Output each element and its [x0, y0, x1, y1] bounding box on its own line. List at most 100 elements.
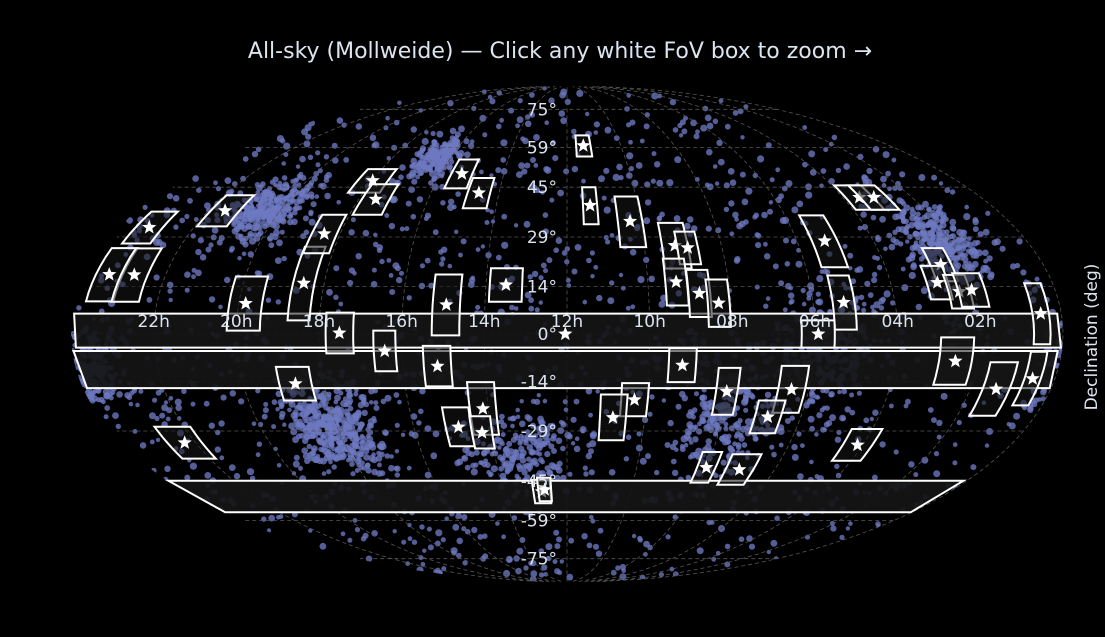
data-point — [912, 221, 918, 227]
data-point — [430, 160, 436, 166]
data-point — [166, 281, 174, 289]
data-point — [921, 214, 928, 220]
data-point — [103, 414, 109, 420]
data-point — [353, 391, 359, 397]
declination-strip[interactable] — [164, 479, 968, 514]
data-point — [407, 522, 412, 528]
data-point — [643, 217, 651, 225]
data-point — [666, 179, 674, 187]
data-point — [276, 515, 281, 520]
data-point — [671, 469, 679, 477]
data-point — [863, 417, 870, 424]
data-point — [529, 92, 535, 98]
data-point — [712, 164, 718, 169]
target-star-marker — [296, 275, 311, 290]
data-point — [306, 443, 312, 450]
data-point — [948, 242, 955, 249]
data-point — [628, 139, 633, 145]
data-point — [354, 421, 360, 426]
data-point — [303, 229, 310, 236]
data-point — [828, 178, 835, 185]
data-point — [726, 433, 732, 439]
data-point — [746, 535, 753, 542]
data-point — [172, 195, 180, 202]
data-point — [849, 409, 856, 416]
data-point — [588, 412, 593, 418]
data-point — [112, 412, 119, 419]
data-point — [544, 451, 551, 458]
data-point — [553, 529, 560, 536]
data-point — [815, 291, 821, 297]
data-point — [893, 449, 899, 455]
data-point — [644, 112, 650, 118]
data-point — [424, 130, 429, 135]
data-point — [704, 114, 712, 122]
data-point — [757, 155, 765, 163]
data-point — [441, 246, 448, 253]
data-point — [913, 240, 919, 245]
data-point — [268, 242, 275, 249]
data-point — [293, 454, 300, 461]
data-point — [408, 431, 415, 437]
data-point — [528, 560, 534, 566]
data-point — [515, 407, 520, 413]
data-point — [336, 199, 342, 205]
data-point — [922, 200, 929, 208]
data-point — [301, 128, 309, 136]
data-point — [961, 402, 967, 408]
data-point — [536, 393, 541, 398]
dec-tick-label: 14° — [527, 278, 557, 298]
data-point — [809, 459, 814, 465]
data-point — [543, 268, 548, 274]
data-point — [500, 422, 508, 430]
data-point — [155, 437, 161, 443]
data-point — [788, 292, 795, 299]
data-point — [498, 466, 505, 472]
data-point — [548, 97, 555, 104]
data-point — [239, 212, 246, 220]
data-point — [546, 469, 554, 477]
data-point — [841, 388, 848, 395]
data-point — [166, 407, 173, 414]
data-point — [471, 105, 477, 111]
declination-strip[interactable] — [72, 350, 1059, 390]
data-point — [944, 241, 949, 247]
data-point — [608, 469, 616, 476]
data-point — [816, 275, 824, 283]
data-point — [623, 456, 630, 462]
data-point — [419, 263, 426, 269]
data-point — [219, 455, 225, 461]
data-point — [801, 301, 807, 307]
data-point — [349, 461, 355, 467]
data-point — [300, 408, 306, 414]
data-point — [317, 419, 325, 427]
data-point — [529, 422, 537, 429]
data-point — [449, 127, 457, 135]
ra-tick-label: 18h — [303, 312, 335, 332]
data-point — [276, 211, 282, 216]
data-point — [802, 161, 808, 168]
data-point — [456, 537, 464, 545]
data-point — [836, 429, 842, 435]
data-point — [432, 430, 440, 438]
data-point — [579, 426, 587, 433]
data-point — [915, 243, 921, 249]
data-point — [732, 422, 738, 428]
data-point — [982, 228, 990, 236]
data-point — [491, 450, 497, 456]
data-point — [593, 121, 601, 128]
data-point — [277, 399, 285, 406]
data-point — [545, 555, 551, 561]
data-point — [469, 139, 475, 144]
data-point — [271, 399, 278, 405]
data-point — [184, 213, 190, 220]
data-point — [781, 185, 788, 192]
data-point — [612, 173, 620, 181]
data-point — [418, 108, 423, 113]
data-point — [369, 400, 374, 405]
data-point — [565, 277, 571, 283]
data-point — [542, 212, 549, 218]
target-star-marker — [365, 173, 380, 187]
data-point — [931, 417, 937, 423]
data-point — [307, 154, 314, 160]
